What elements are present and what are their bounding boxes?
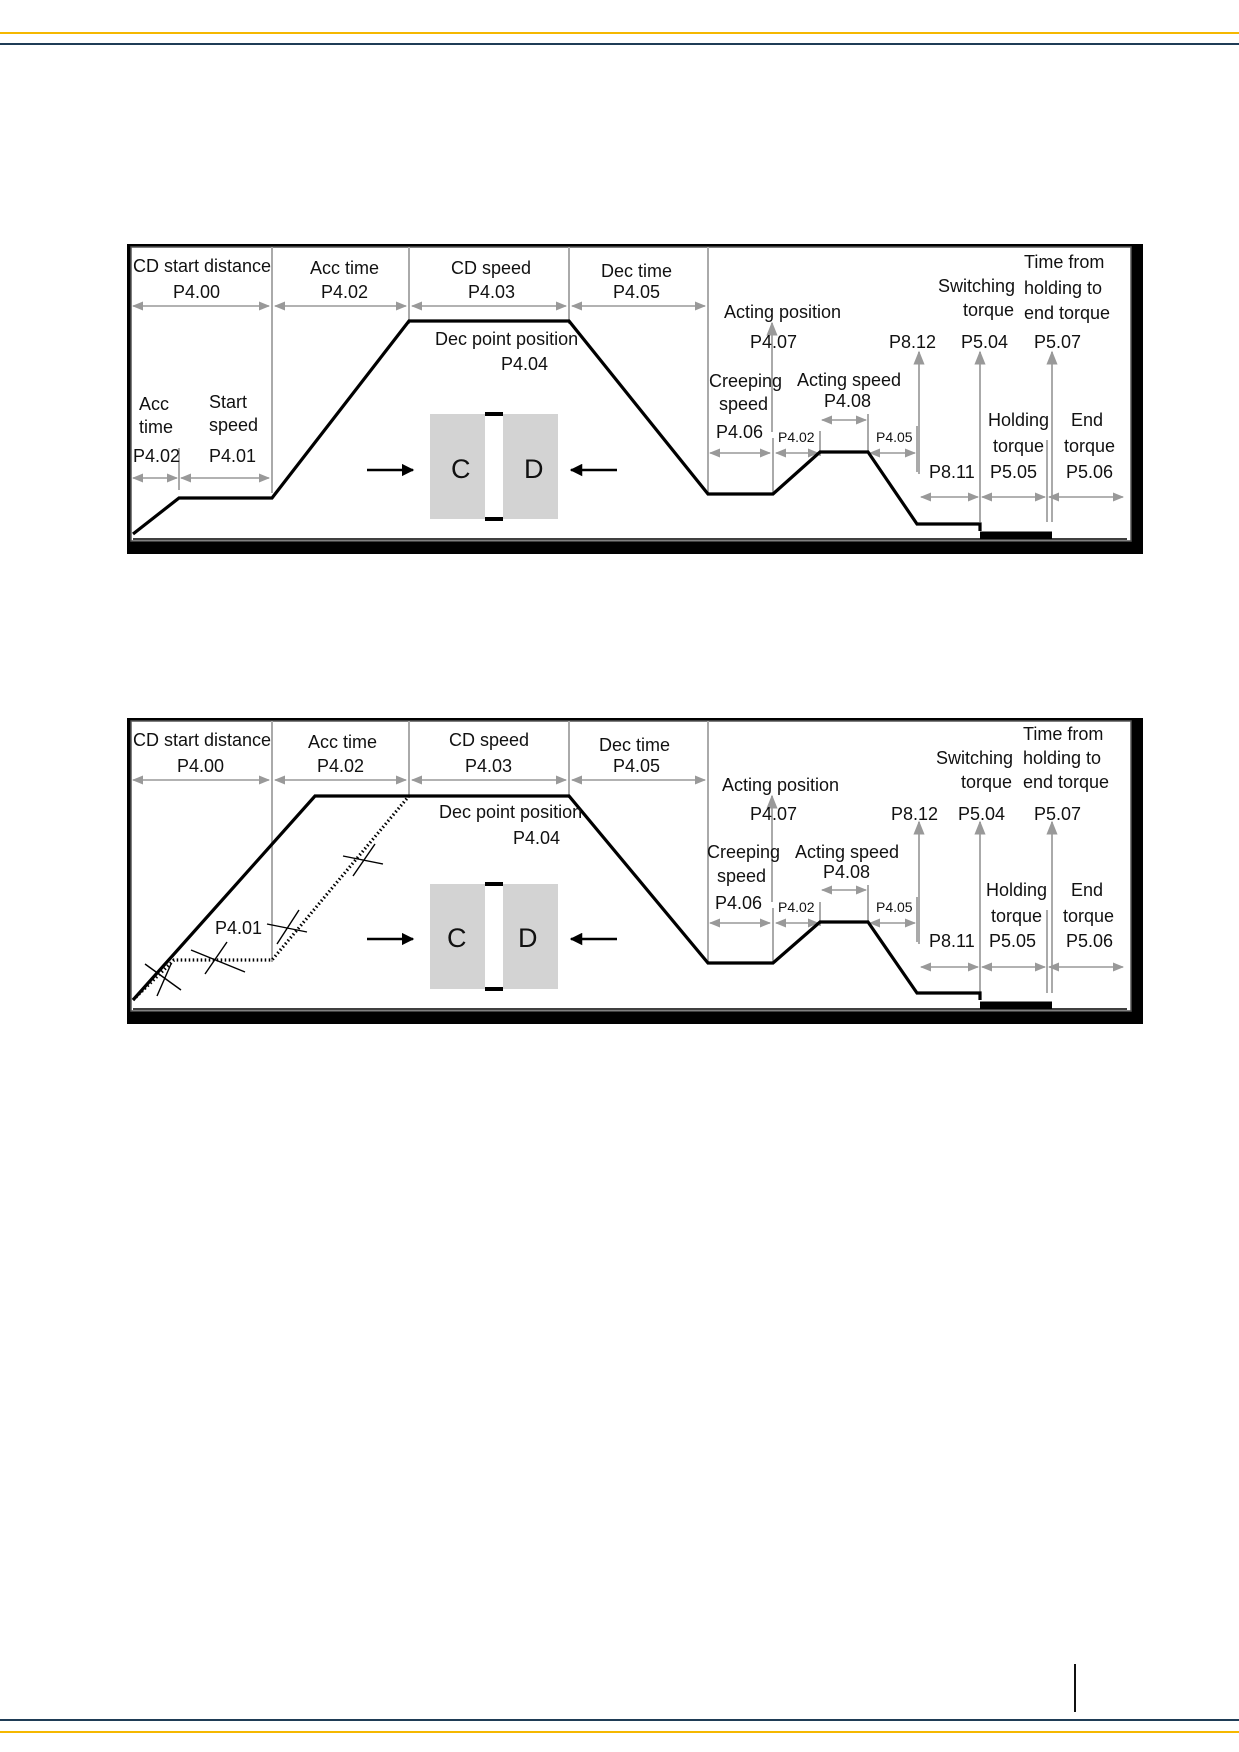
holding-torque-code: P5.05 — [990, 462, 1037, 482]
end-label: End — [1071, 410, 1103, 430]
acting-speed-code: P4.08 — [823, 862, 870, 882]
acting-position-code: P4.07 — [750, 804, 797, 824]
diagram-bottom-svg: C D CD start distance P4.00 Acc time P4.… — [127, 718, 1143, 1024]
acting-position-label: Acting position — [724, 302, 841, 322]
header-gold-rule — [0, 32, 1239, 34]
cd-start-distance-code: P4.00 — [177, 756, 224, 776]
acting-position-code: P4.07 — [750, 332, 797, 352]
acc-time-code: P4.02 — [321, 282, 368, 302]
footer-gold-rule — [0, 1731, 1239, 1733]
creeping-speed-code: P4.06 — [715, 893, 762, 913]
cd-start-distance-label: CD start distance — [133, 256, 271, 276]
diagram-top-svg: C D CD start distance P4.00 Acc time P4.… — [127, 244, 1143, 554]
cd-speed-code: P4.03 — [468, 282, 515, 302]
ramp-down-code: P4.05 — [876, 899, 913, 915]
d-label: D — [518, 923, 538, 953]
cd-speed-label: CD speed — [449, 730, 529, 750]
acting-position-label: Acting position — [722, 775, 839, 795]
dec-time-label: Dec time — [599, 735, 670, 755]
end-torque-word: torque — [1063, 906, 1114, 926]
start-speed-code: P4.01 — [209, 446, 256, 466]
switching-torque-code: P5.04 — [961, 332, 1008, 352]
end-torque-line-label: end torque — [1024, 303, 1110, 323]
d-label: D — [524, 454, 544, 484]
cd-electrode-block — [367, 412, 617, 521]
p811-label: P8.11 — [929, 931, 975, 951]
acc-small-label: Acc — [139, 394, 169, 414]
torque-label: torque — [961, 772, 1012, 792]
dec-point-position-code: P4.04 — [501, 354, 548, 374]
speed-profile-line — [132, 319, 982, 536]
acting-speed-code: P4.08 — [824, 391, 871, 411]
time-small-label: time — [139, 417, 173, 437]
end-label: End — [1071, 880, 1103, 900]
speed-label: speed — [209, 415, 258, 435]
header-navy-rule — [0, 43, 1239, 45]
p812-label: P8.12 — [889, 332, 936, 352]
cd-start-distance-label: CD start distance — [133, 730, 271, 750]
creeping-speed-word: speed — [717, 866, 766, 886]
footer-navy-rule — [0, 1719, 1239, 1721]
end-torque-word: torque — [1064, 436, 1115, 456]
switching-label: Switching — [938, 276, 1015, 296]
page-number-divider — [1074, 1664, 1076, 1712]
creeping-speed-code: P4.06 — [716, 422, 763, 442]
cd-start-distance-code: P4.00 — [173, 282, 220, 302]
holding-to-label: holding to — [1024, 278, 1102, 298]
dec-time-label: Dec time — [601, 261, 672, 281]
creeping-label: Creeping — [709, 371, 782, 391]
ramp-up-code: P4.02 — [778, 899, 815, 915]
creeping-speed-word: speed — [719, 394, 768, 414]
frame — [130, 246, 1132, 542]
start-label: Start — [209, 392, 247, 412]
switching-torque-code: P5.04 — [958, 804, 1005, 824]
c-label: C — [451, 454, 471, 484]
time-from-label: Time from — [1023, 724, 1103, 744]
dec-time-code: P4.05 — [613, 756, 660, 776]
p812-label: P8.12 — [891, 804, 938, 824]
end-torque-code: P5.06 — [1066, 462, 1113, 482]
cancelled-profile-line — [131, 794, 411, 1002]
holding-label: Holding — [988, 410, 1049, 430]
cd-profile-diagram-bottom: C D CD start distance P4.00 Acc time P4.… — [127, 718, 1143, 1024]
acc-time-label: Acc time — [308, 732, 377, 752]
acc-time-code: P4.02 — [317, 756, 364, 776]
torque-label: torque — [963, 300, 1014, 320]
time-to-end-code: P5.07 — [1034, 804, 1081, 824]
end-torque-code: P5.06 — [1066, 931, 1113, 951]
holding-label: Holding — [986, 880, 1047, 900]
cd-profile-diagram-top: C D CD start distance P4.00 Acc time P4.… — [127, 244, 1143, 554]
dec-time-code: P4.05 — [613, 282, 660, 302]
cancel-marks — [144, 843, 384, 997]
p811-label: P8.11 — [929, 462, 975, 482]
end-torque-line-label: end torque — [1023, 772, 1109, 792]
acc-time-small-code: P4.02 — [133, 446, 180, 466]
dec-point-position-code: P4.04 — [513, 828, 560, 848]
creeping-label: Creeping — [707, 842, 780, 862]
cd-speed-label: CD speed — [451, 258, 531, 278]
dec-point-position-label: Dec point position — [439, 802, 582, 822]
start-speed-code: P4.01 — [215, 918, 262, 938]
time-to-end-code: P5.07 — [1034, 332, 1081, 352]
c-label: C — [447, 923, 467, 953]
acting-speed-label: Acting speed — [795, 842, 899, 862]
holding-torque-word: torque — [993, 436, 1044, 456]
dec-point-position-label: Dec point position — [435, 329, 578, 349]
ramp-down-code: P4.05 — [876, 429, 913, 445]
time-from-label: Time from — [1024, 252, 1104, 272]
acting-speed-label: Acting speed — [797, 370, 901, 390]
holding-torque-code: P5.05 — [989, 931, 1036, 951]
acc-time-label: Acc time — [310, 258, 379, 278]
cd-speed-code: P4.03 — [465, 756, 512, 776]
cd-electrode-block — [367, 882, 617, 991]
holding-torque-word: torque — [991, 906, 1042, 926]
speed-profile-line — [131, 794, 982, 1002]
switching-label: Switching — [936, 748, 1013, 768]
ramp-up-code: P4.02 — [778, 429, 815, 445]
holding-to-label: holding to — [1023, 748, 1101, 768]
